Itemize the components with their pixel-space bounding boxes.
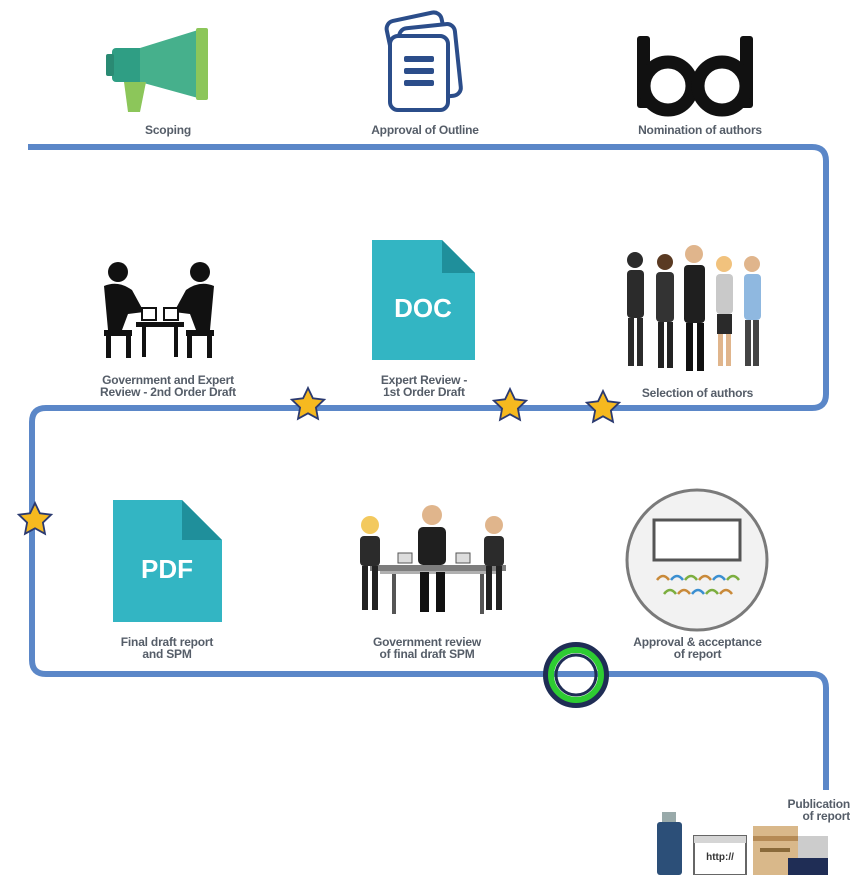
doc-file-text: DOC: [394, 293, 452, 323]
presentation-audience-icon: [625, 488, 769, 632]
step-label-expert-review: Expert Review - 1st Order Draft: [380, 373, 468, 399]
current-position-ring: [543, 642, 609, 708]
doc-file-icon: DOC: [372, 240, 475, 360]
step-label-publication: Publication of report: [787, 797, 850, 823]
pdf-file-text: PDF: [141, 554, 193, 584]
step-label-approval-outline: Approval of Outline: [371, 123, 479, 137]
step-label-nomination: Nomination of authors: [638, 123, 762, 137]
people-group-icon: [627, 245, 761, 371]
star-marker: [16, 500, 54, 536]
megaphone-icon: [106, 28, 208, 112]
step-label-selection: Selection of authors: [641, 386, 754, 400]
star-marker: [491, 386, 529, 422]
glasses-icon: [637, 36, 753, 117]
step-label-approval-acceptance: Approval & acceptance of report: [633, 635, 762, 661]
publication-media-icon: http://: [657, 812, 828, 875]
step-label-scoping: Scoping: [145, 123, 191, 137]
url-text: http://: [706, 852, 734, 863]
two-people-table-icon: [104, 262, 214, 358]
flow-path: [28, 144, 829, 790]
step-label-gov-review: Government review of final draft SPM: [373, 635, 481, 661]
meeting-table-icon: [360, 505, 506, 614]
star-marker: [584, 388, 622, 424]
star-marker: [289, 385, 327, 421]
documents-icon: [384, 10, 463, 112]
step-label-final-draft: Final draft report and SPM: [120, 635, 214, 661]
pdf-file-icon: PDF: [113, 500, 222, 622]
step-label-gov-expert-review: Government and Expert Review - 2nd Order…: [100, 373, 236, 399]
